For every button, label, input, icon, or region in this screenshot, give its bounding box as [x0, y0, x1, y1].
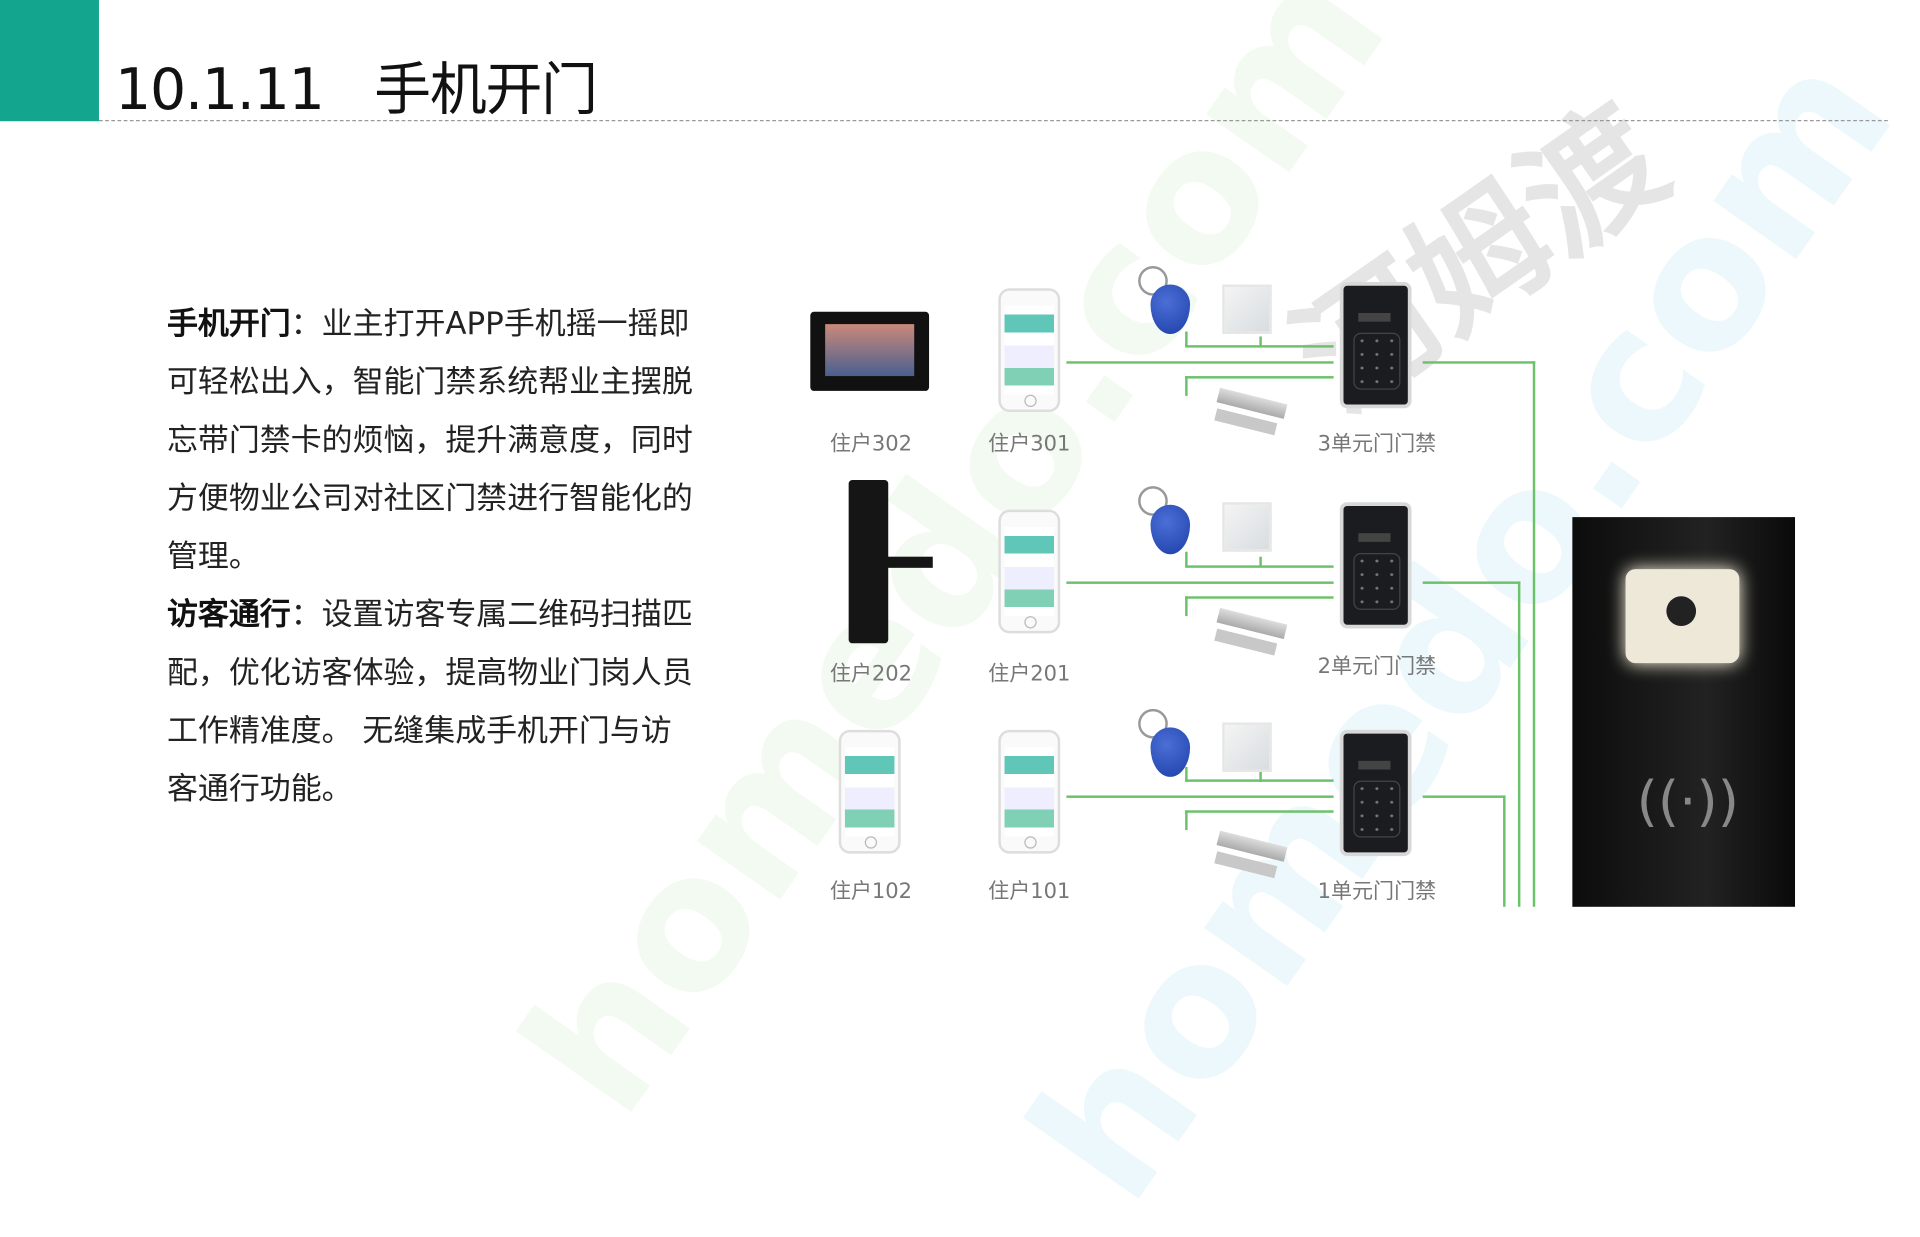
- resident-label: 住户201: [988, 661, 1071, 687]
- paragraph-heading: 手机开门: [167, 305, 291, 342]
- body-text: 手机开门：业主打开APP手机摇一摇即可轻松出入，智能门禁系统帮业主摆脱忘带门禁卡…: [167, 294, 701, 817]
- exit-button-image: [1222, 284, 1272, 335]
- resident-label: 住户102: [829, 879, 913, 905]
- unit-label: 3单元门门禁: [1317, 431, 1437, 457]
- resident-label: 住户202: [829, 661, 913, 687]
- camera-icon: [1666, 596, 1697, 626]
- door-reader-image: [1339, 502, 1412, 629]
- key-fob-image: [1150, 727, 1191, 777]
- phone-image: [838, 729, 901, 854]
- door-reader-image: [1339, 729, 1412, 857]
- unit-label: 1单元门门禁: [1317, 879, 1437, 905]
- nfc-wave-icon: ((·)): [1636, 770, 1739, 834]
- resident-label: 住户302: [829, 431, 913, 457]
- paragraph-text: ：业主打开APP手机摇一摇即可轻松出入，智能门禁系统帮业主摆脱忘带门禁卡的烦恼，…: [167, 305, 693, 575]
- section-title: 手机开门: [374, 55, 598, 123]
- paragraph-text: ：设置访客专属二维码扫描匹配，优化访客体验，提高物业门岗人员工作精准度。 无缝集…: [167, 596, 693, 807]
- smart-lock-image: [848, 479, 889, 644]
- door-reader-image: [1339, 282, 1412, 409]
- paragraph-heading: 访客通行: [167, 596, 291, 633]
- phone-image: [998, 509, 1061, 634]
- accent-block: [0, 0, 99, 122]
- exit-button-image: [1222, 502, 1272, 552]
- key-fob-image: [1150, 284, 1191, 335]
- title-divider: [98, 119, 1888, 122]
- resident-label: 住户101: [988, 879, 1071, 905]
- lock-handle: [885, 556, 933, 568]
- paragraph-mobile-unlock: 手机开门：业主打开APP手机摇一摇即可轻松出入，智能门禁系统帮业主摆脱忘带门禁卡…: [167, 294, 701, 585]
- section-number: 10.1.11: [115, 55, 325, 123]
- paragraph-visitor-access: 访客通行：设置访客专属二维码扫描匹配，优化访客体验，提高物业门岗人员工作精准度。…: [167, 585, 701, 818]
- phone-image: [998, 288, 1061, 412]
- exit-button-image: [1222, 722, 1272, 772]
- phone-image: [998, 729, 1061, 854]
- face-reader-panel-image: ((·)): [1572, 517, 1796, 907]
- indoor-monitor-image: [810, 311, 930, 391]
- resident-label: 住户301: [988, 431, 1071, 457]
- key-fob-image: [1150, 504, 1191, 555]
- page-title: 10.1.11 手机开门: [115, 45, 598, 127]
- unit-label: 2单元门门禁: [1317, 654, 1437, 680]
